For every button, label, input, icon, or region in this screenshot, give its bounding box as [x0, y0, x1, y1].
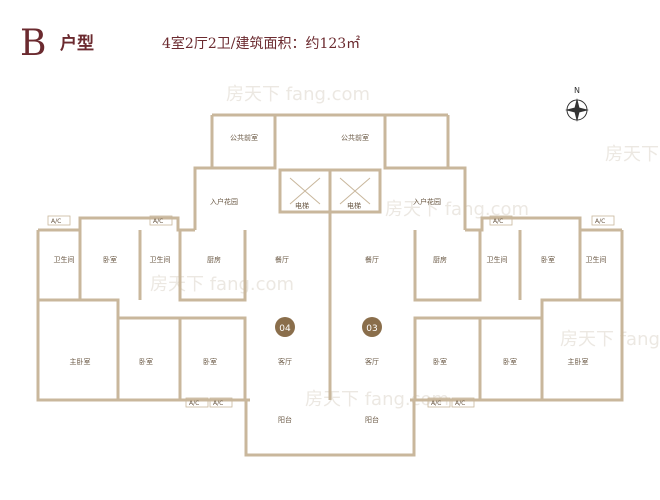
corridor-side-walls	[210, 115, 450, 168]
watermark-5: 房天下 fang.com	[560, 329, 660, 350]
label-entry-garden-left: 入户花园	[210, 197, 238, 206]
left-bedroom-walls	[38, 298, 247, 400]
label-bedroom-right-mid: 卧室	[503, 357, 517, 366]
garden-walls	[193, 115, 467, 230]
ac-label-4: A/C	[595, 218, 605, 225]
label-balcony-right: 阳台	[365, 415, 379, 424]
left-service-walls	[78, 230, 247, 302]
elevator-right-icon	[339, 177, 371, 205]
label-elevator-left: 电梯	[295, 201, 309, 210]
label-public-corridor-right: 公共前室	[341, 133, 369, 142]
unit-spec: 4室2厅2卫/建筑面积：约123㎡	[162, 36, 361, 52]
ac-label-6: A/C	[213, 400, 223, 407]
label-kitchen-left: 厨房	[207, 255, 221, 264]
watermark-4: 房天下 fang.com	[150, 274, 294, 295]
label-public-corridor-left: 公共前室	[230, 133, 258, 142]
label-bedroom-right-inner: 卧室	[433, 357, 447, 366]
label-dining-right: 餐厅	[365, 255, 379, 264]
label-kitchen-right: 厨房	[433, 255, 447, 264]
label-master-left: 主卧室	[70, 357, 91, 366]
label-bath-far-left: 卫生间	[54, 255, 75, 264]
label-balcony-left: 阳台	[278, 415, 292, 424]
label-bath-right-inner: 卫生间	[487, 255, 508, 264]
ac-label-5: A/C	[189, 400, 199, 407]
unit-badges: 04 03	[275, 317, 382, 337]
elevator-icons	[289, 177, 371, 205]
ac-label-2: A/C	[153, 218, 163, 225]
label-bedroom-top-right: 卧室	[541, 255, 555, 264]
right-bedroom-walls	[413, 298, 622, 400]
ac-label-1: A/C	[51, 218, 61, 225]
label-living-left: 客厅	[278, 357, 292, 366]
compass-star-icon	[565, 98, 589, 122]
label-elevator-right: 电梯	[347, 201, 361, 210]
watermark-3: 房天下 fang.com	[385, 199, 529, 220]
elevator-left-icon	[289, 177, 321, 205]
label-bedroom-left-inner: 卧室	[203, 357, 217, 366]
label-entry-garden-right: 入户花园	[413, 197, 441, 206]
label-bedroom-left-mid: 卧室	[139, 357, 153, 366]
elevator-shaft	[278, 168, 382, 214]
label-bath-far-right: 卫生间	[586, 255, 607, 264]
label-dining-left: 餐厅	[275, 255, 289, 264]
ac-label-3: A/C	[493, 218, 503, 225]
label-bedroom-top-left: 卧室	[103, 255, 117, 264]
room-labels: 公共前室 公共前室 电梯 电梯 入户花园 入户花园 厨房 厨房 餐厅 餐厅 客厅…	[54, 133, 607, 424]
label-bath-left-inner: 卫生间	[150, 255, 171, 264]
watermark-1: 房天下 fang.com	[226, 84, 370, 105]
ac-label-7: A/C	[431, 400, 441, 407]
unit-number-left: 04	[279, 324, 291, 334]
unit-type-word: 户型	[60, 34, 94, 54]
ac-label-8: A/C	[455, 400, 465, 407]
label-living-right: 客厅	[365, 357, 379, 366]
unit-badge-right	[362, 317, 382, 337]
ac-labels: A/C A/C A/C A/C A/C A/C A/C A/C	[47, 215, 615, 408]
compass: N	[565, 86, 589, 122]
watermark-2: 房天下 fang.com	[605, 144, 660, 165]
right-service-walls	[413, 230, 582, 302]
unit-badge-left	[275, 317, 295, 337]
label-master-right: 主卧室	[568, 357, 589, 366]
balcony-walls	[244, 400, 416, 457]
unit-number-right: 03	[366, 324, 377, 334]
compass-north-label: N	[574, 86, 580, 95]
unit-type-letter: B	[20, 23, 47, 64]
walls	[36, 113, 624, 457]
